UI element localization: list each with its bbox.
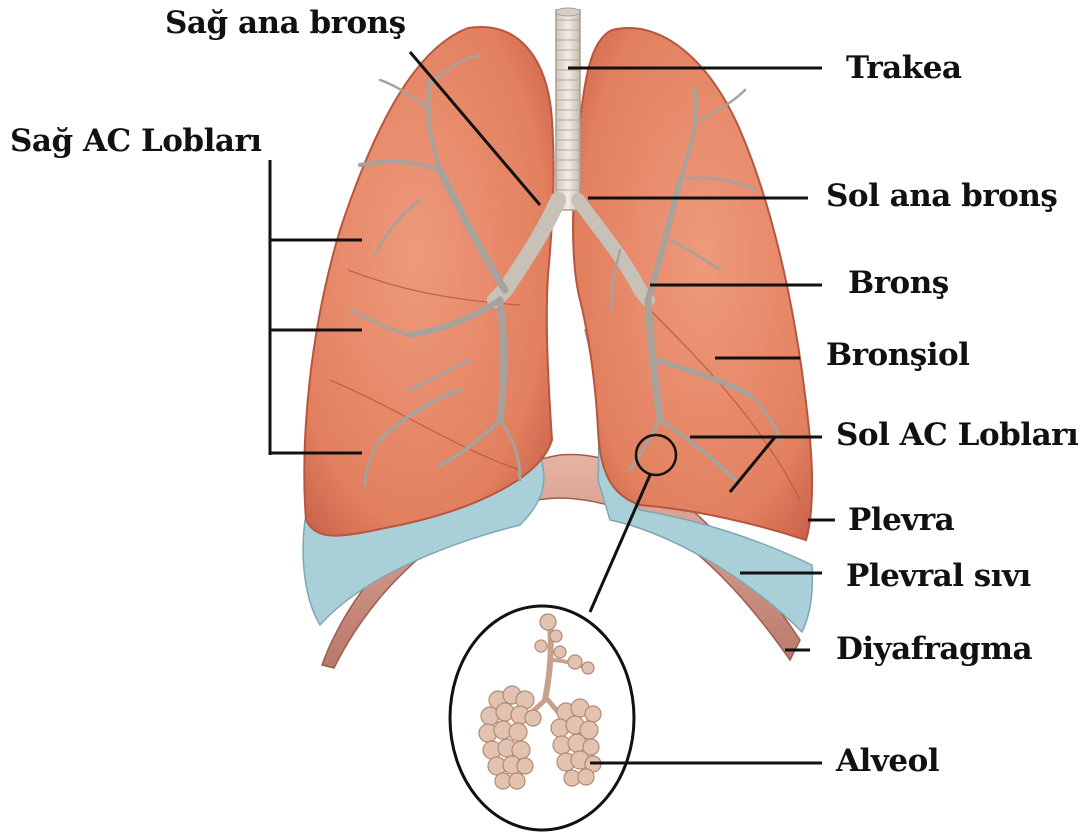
label-sag-ana-brons: Sağ ana bronş: [165, 8, 406, 39]
label-brons: Bronş: [848, 268, 949, 299]
label-plevral-sivi: Plevral sıvı: [846, 561, 1031, 592]
label-sag-ac-loblari: Sağ AC Lobları: [10, 126, 262, 157]
label-bronsiol: Bronşiol: [826, 340, 969, 371]
trachea-top: [556, 8, 580, 16]
label-alveol: Alveol: [836, 746, 939, 777]
label-trakea: Trakea: [846, 53, 962, 84]
label-plevra: Plevra: [848, 505, 954, 536]
label-diyafragma: Diyafragma: [836, 634, 1032, 665]
label-sol-ac-loblari: Sol AC Lobları: [836, 420, 1078, 451]
label-sol-ana-brons: Sol ana bronş: [826, 181, 1057, 212]
